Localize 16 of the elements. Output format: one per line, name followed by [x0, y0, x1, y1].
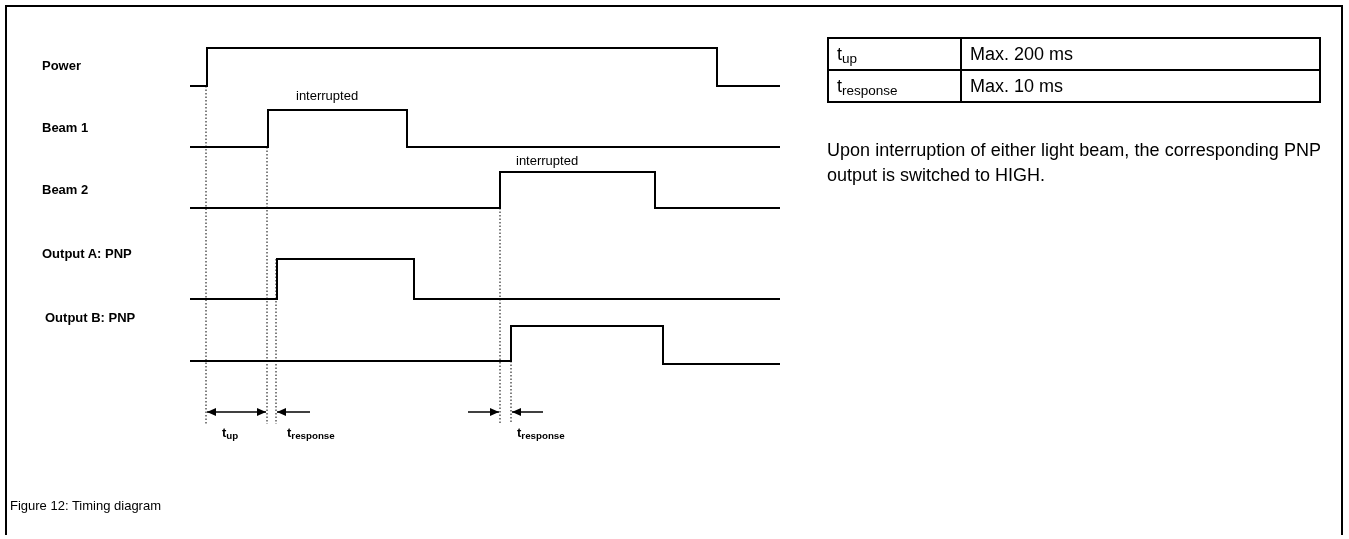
- table-cell: Max. 200 ms: [961, 38, 1320, 70]
- signal-label: Output B: PNP: [45, 310, 136, 327]
- table-cell: Max. 10 ms: [961, 70, 1320, 102]
- table-cell: t$_{response}$: [828, 70, 961, 102]
- table-cell: t$_{up}$: [828, 38, 961, 70]
- signal-label: Beam 2: [42, 182, 89, 199]
- timing-label: t$_{response}$: [517, 425, 565, 442]
- figure-caption: Figure 12: Timing diagram: [10, 497, 161, 515]
- timing-label: t$_{up}$: [222, 425, 239, 442]
- signal-label: Beam 1: [42, 120, 89, 137]
- signal-label: Power: [42, 58, 81, 75]
- state-label: interrupted: [516, 153, 579, 170]
- timing-label: t$_{response}$: [287, 425, 335, 442]
- state-label: interrupted: [296, 88, 359, 105]
- signal-label: Output A: PNP: [42, 246, 132, 263]
- note-text: Upon interruption of either light beam, the corresponding PNP output is switched to HIGH.: [827, 139, 1321, 187]
